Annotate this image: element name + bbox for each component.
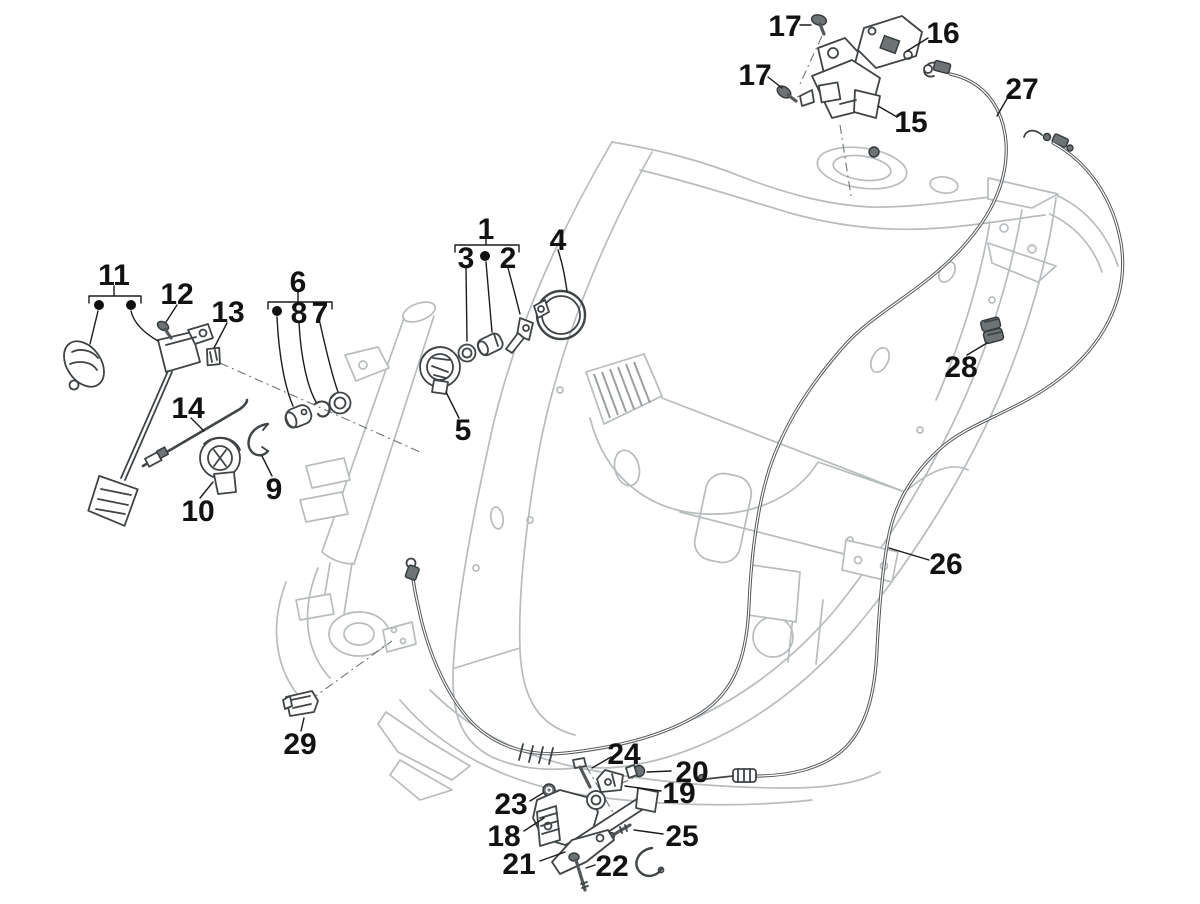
lock-cylinder-tab — [213, 471, 237, 495]
part-drawing-hose-clip — [635, 846, 665, 878]
part-label-19: 19 — [662, 777, 695, 810]
part-label-27: 27 — [1005, 73, 1038, 106]
part-label-22: 22 — [595, 850, 628, 883]
part-drawing-11-key-fob — [63, 340, 105, 391]
part-label-7: 7 — [312, 297, 329, 330]
part-label-29: 29 — [283, 728, 316, 761]
part-drawing-24-bolt — [572, 757, 592, 789]
grille-hatching — [593, 361, 651, 419]
part-label-24: 24 — [607, 738, 641, 771]
frame-bolt — [868, 146, 880, 158]
group-bracket-6 — [267, 291, 333, 310]
part-drawing-11-immobilizer — [87, 323, 214, 527]
part-drawing-8-hook — [313, 400, 331, 418]
scooter-frame-artwork — [275, 141, 1119, 806]
part-label-11: 11 — [98, 259, 130, 292]
part-label-6: 6 — [290, 266, 307, 299]
part-drawing-13-clip — [206, 346, 221, 367]
part-drawing-3-washer — [457, 343, 477, 363]
part-label-13: 13 — [211, 296, 244, 329]
group-dot-6 — [272, 306, 282, 316]
group-bracket-1 — [454, 238, 520, 253]
part-label-16: 16 — [926, 17, 959, 50]
part-label-21: 21 — [502, 848, 535, 881]
part-label-9: 9 — [266, 473, 283, 506]
part-drawing-28-clip — [979, 316, 1005, 345]
group-dot-11a — [94, 300, 104, 310]
part-drawing-22-bolt — [568, 852, 589, 892]
part-drawing-7-nut — [328, 391, 352, 415]
part-drawing-20-bulb — [625, 764, 646, 779]
part-label-5: 5 — [455, 414, 472, 447]
part-label-25: 25 — [665, 820, 698, 853]
part-label-2: 2 — [500, 242, 517, 275]
part-drawing-16-striker-plate — [857, 15, 923, 69]
part-drawing-17-screw-left — [776, 85, 798, 103]
immobilizer-antenna — [120, 370, 173, 481]
part-drawing-5-lock-housing — [419, 346, 461, 395]
leader-lines — [88, 24, 1009, 869]
part-drawing-4-ring — [533, 289, 587, 341]
part-drawing-17-screw-top — [810, 14, 828, 36]
group-bracket-11 — [88, 285, 142, 304]
part-drawing-14-rod — [141, 398, 249, 468]
part-drawing-15-latch — [799, 37, 881, 119]
part-drawing-6-bushing — [284, 404, 313, 429]
part-label-3: 3 — [458, 242, 475, 275]
part-label-15: 15 — [894, 106, 927, 139]
part-label-28: 28 — [944, 351, 977, 384]
part-drawing-12-screw — [156, 320, 173, 340]
part-label-14: 14 — [171, 392, 205, 425]
part-label-23: 23 — [494, 788, 527, 821]
cable-sheath-ticks — [518, 743, 554, 765]
part-drawing-9-clip — [247, 422, 270, 457]
saddle-lock-cable-27 — [404, 59, 1008, 765]
seat-release-cable-26 — [697, 129, 1125, 783]
part-drawing-10-lock-cylinder — [199, 436, 241, 495]
part-drawing-2-key — [505, 317, 534, 354]
cable-26-hook — [1023, 129, 1043, 138]
part-label-10: 10 — [181, 495, 214, 528]
part-drawing-21-lever — [551, 787, 659, 875]
group-dot-11b — [126, 300, 136, 310]
part-drawing-1-cylinder — [476, 332, 504, 357]
part-label-17: 17 — [768, 10, 801, 43]
part-drawing-19-clamp — [596, 769, 624, 793]
part-drawing-18-seat-lock — [532, 789, 606, 847]
part-label-4: 4 — [550, 224, 567, 257]
part-label-18: 18 — [487, 820, 520, 853]
part-label-8: 8 — [291, 297, 308, 330]
part-label-1: 1 — [478, 213, 495, 246]
part-label-12: 12 — [160, 278, 193, 311]
part-label-17: 17 — [738, 59, 771, 92]
antenna-connector — [87, 474, 139, 527]
part-drawing-29-cover — [282, 690, 319, 717]
part-label-20: 20 — [675, 756, 708, 789]
part-label-26: 26 — [929, 548, 962, 581]
group-dot-1 — [480, 251, 490, 261]
